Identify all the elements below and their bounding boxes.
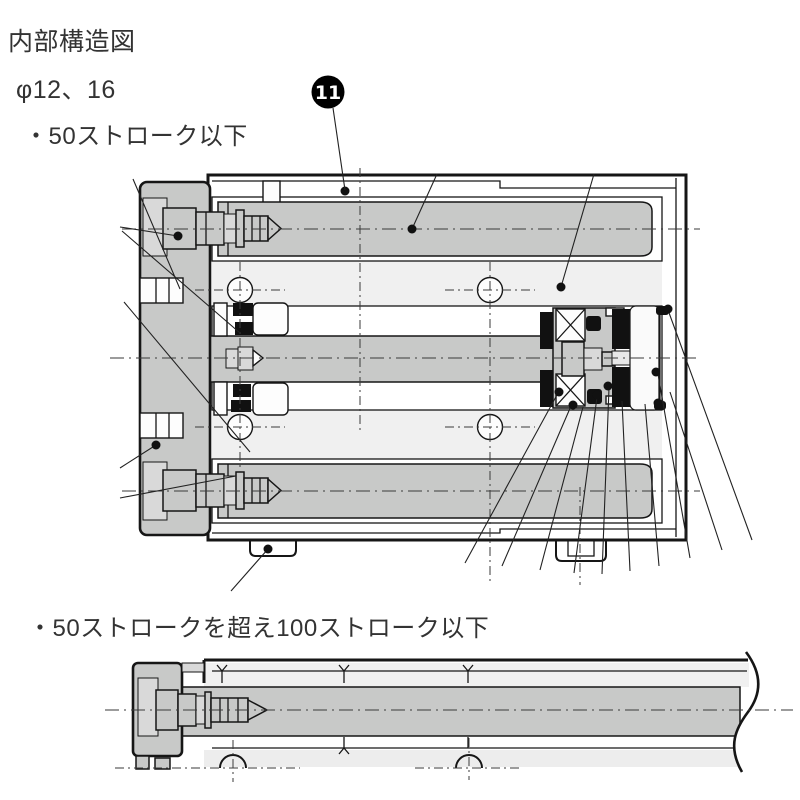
break-line [732,651,800,773]
leader-lines [119,173,753,592]
long-stroke-figure [105,651,800,782]
figure1-caption: ・50ストローク以下 [24,123,248,150]
main-figure: 11 [110,75,753,592]
rod-gland [213,302,289,416]
page-title: 内部構造図 [8,28,136,56]
balloon-11: 11 [311,75,346,191]
mounting-feet [249,539,607,562]
balloon-number: 11 [315,82,341,104]
center-lines-2 [105,709,793,782]
figure2-caption: ・50ストロークを超え100ストローク以下 [28,615,490,642]
magnet-ring [555,308,586,407]
bore-size-label: φ12、16 [16,76,116,104]
